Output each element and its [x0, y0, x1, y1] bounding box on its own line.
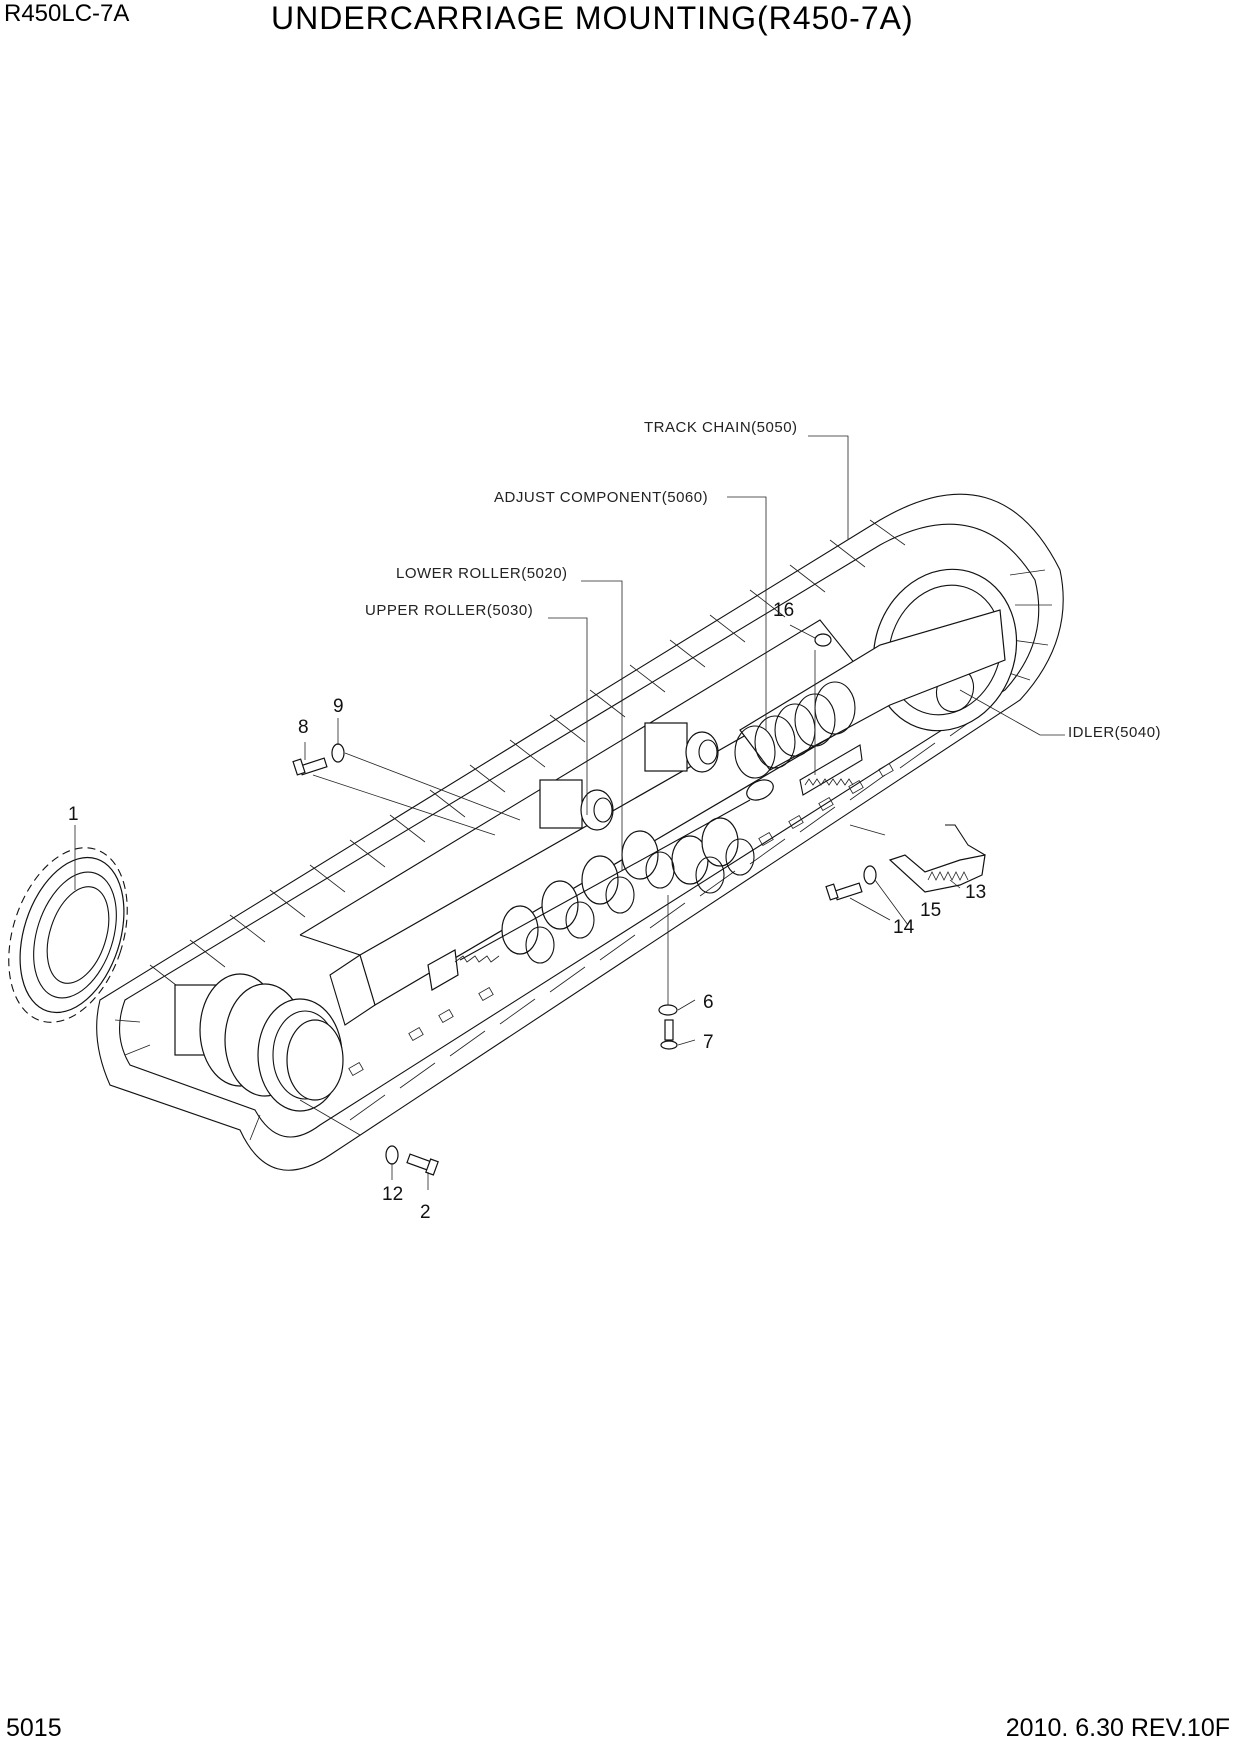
upper-roller-1: [539, 779, 614, 831]
nut-16: [814, 633, 832, 647]
adjust-component-label: ADJUST COMPONENT(5060): [494, 489, 708, 506]
bolt-7: [660, 1019, 678, 1050]
revision-date: 2010. 6.30 REV.10F: [1005, 1714, 1230, 1742]
part-number-8: 8: [298, 717, 309, 738]
travel-motor: [174, 973, 344, 1112]
part-number-6: 6: [703, 992, 714, 1013]
upper-roller-label: UPPER ROLLER(5030): [365, 602, 533, 619]
lower-rollers: [459, 799, 755, 964]
lower-roller-label: LOWER ROLLER(5020): [396, 565, 568, 582]
track-chain: [96, 493, 1064, 1171]
part-number-16: 16: [773, 600, 794, 621]
washer-6: [658, 1004, 678, 1016]
bolt-2: [406, 1153, 439, 1176]
track-guard: [348, 762, 894, 1077]
washer-12: [385, 1145, 399, 1165]
model-name: R450LC-7A: [4, 0, 130, 27]
part-number-12: 12: [382, 1184, 403, 1205]
part-number-2: 2: [420, 1202, 431, 1223]
part-number-9: 9: [333, 696, 344, 717]
part-number-14: 14: [893, 917, 915, 938]
part-number-13: 13: [965, 882, 986, 903]
washer-9: [331, 743, 345, 763]
oval-cover: [746, 779, 774, 801]
adjust-component: [734, 609, 1006, 796]
part-number-1: 1: [68, 804, 79, 825]
track-guide-13: [888, 824, 986, 893]
part-number-15: 15: [920, 900, 941, 921]
part-number-7: 7: [703, 1032, 714, 1053]
idler-label: IDLER(5040): [1068, 724, 1161, 741]
track-chain-label: TRACK CHAIN(5050): [644, 419, 798, 436]
page-title: UNDERCARRIAGE MOUNTING(R450-7A): [271, 0, 914, 36]
washer-15: [863, 865, 877, 885]
bolt-14: [825, 882, 863, 901]
sprocket: [8, 847, 128, 1023]
upper-roller-2: [644, 722, 719, 773]
bolt-8: [292, 757, 328, 776]
leader-lines: [74, 435, 1065, 1190]
page-number: 5015: [6, 1714, 62, 1742]
